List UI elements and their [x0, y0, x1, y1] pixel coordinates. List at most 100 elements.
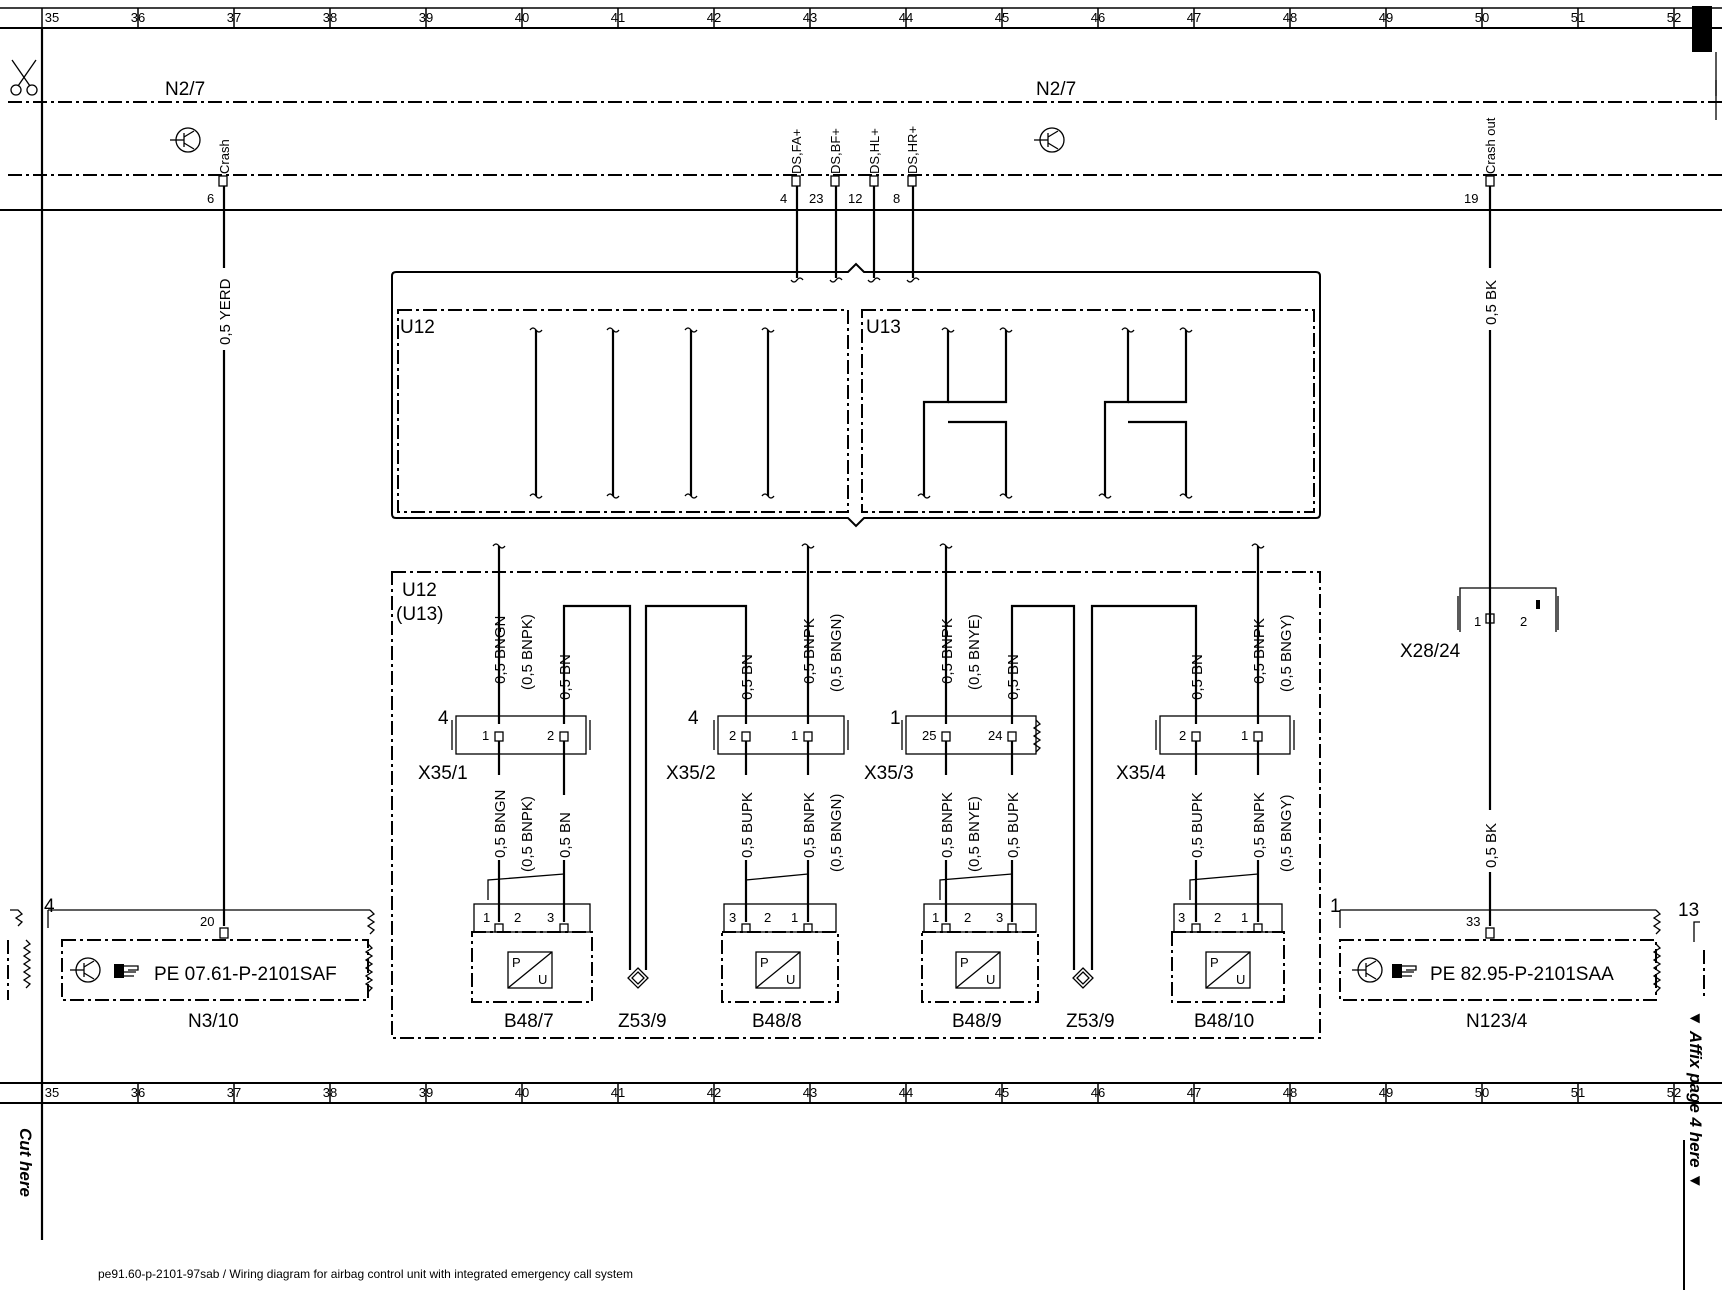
svg-text:4: 4	[780, 191, 787, 206]
grid-number: 49	[1379, 10, 1393, 25]
x35-4-label: X35/4	[1116, 763, 1166, 784]
svg-text:DS,HL+: DS,HL+	[867, 128, 882, 174]
grid-number: 42	[707, 10, 721, 25]
svg-text:U: U	[538, 972, 547, 987]
connector-x35-1: 1 2 4 X35/1	[418, 708, 591, 784]
svg-text:0,5 BN: 0,5 BN	[739, 654, 756, 700]
pin-crash: Crash 6	[207, 139, 232, 206]
svg-text:1: 1	[1474, 614, 1481, 629]
u13-top-label: U13	[866, 317, 901, 338]
svg-text:23: 23	[809, 191, 823, 206]
svg-text:3: 3	[996, 910, 1003, 925]
u12-top-label: U12	[400, 317, 435, 338]
grid-number: 51	[1571, 10, 1585, 25]
z53-9-label-a: Z53/9	[618, 1011, 667, 1032]
sensor-b48-7: 1 2 3 P U B48/7	[471, 903, 593, 1032]
b48-10-label: B48/10	[1194, 1011, 1254, 1032]
svg-text:0,5 BUPK: 0,5 BUPK	[1189, 792, 1206, 858]
svg-text:0,5 YERD: 0,5 YERD	[217, 278, 234, 345]
svg-text:2: 2	[1179, 728, 1186, 743]
svg-text:6: 6	[207, 191, 214, 206]
grid-number: 49	[1379, 1085, 1393, 1100]
svg-text:0,5 BK: 0,5 BK	[1483, 823, 1500, 868]
svg-text:(0,5 BNPK): (0,5 BNPK)	[519, 796, 536, 872]
connector-x35-2: 2 1 4 X35/2	[666, 708, 849, 784]
wire-labels-lower: 0,5 BNGN (0,5 BNPK) 0,5 BN 0,5 BUPK 0,5 …	[492, 790, 1295, 872]
u12-u13-lower: U12 (U13)	[391, 571, 1321, 1039]
svg-text:0,5 BNGN: 0,5 BNGN	[492, 790, 509, 858]
coax-shield-icon	[1072, 967, 1094, 989]
svg-text:U: U	[986, 972, 995, 987]
grid-number: 50	[1475, 1085, 1489, 1100]
grid-number: 38	[323, 1085, 337, 1100]
svg-text:2: 2	[514, 910, 521, 925]
grid-number: 37	[227, 1085, 241, 1100]
svg-text:0,5 BNPK: 0,5 BNPK	[801, 618, 818, 684]
wire-yerd: 0,5 YERD	[217, 186, 234, 926]
svg-text:(0,5 BNYE): (0,5 BNYE)	[966, 614, 983, 690]
n2-7-left-label: N2/7	[165, 79, 205, 100]
grid-number: 50	[1475, 10, 1489, 25]
grid-number: 40	[515, 1085, 529, 1100]
module-n123-4: 33 1 PE 82.95-P-2101SAA N123/4	[1330, 896, 1662, 1032]
svg-text:1: 1	[932, 910, 939, 925]
svg-text:2: 2	[547, 728, 554, 743]
affix-page-text: ▼ Affix page 4 here ▼	[1686, 1010, 1705, 1189]
scissors-icon	[10, 59, 38, 96]
svg-text:P: P	[1210, 955, 1219, 970]
svg-text:12: 12	[848, 191, 862, 206]
grid-number: 44	[899, 1085, 913, 1100]
grid-number: 41	[611, 1085, 625, 1100]
ref-pe-left: PE 07.61-P-2101SAF	[154, 964, 337, 985]
ground-symbol-icon	[170, 127, 201, 153]
svg-text:19: 19	[1464, 191, 1478, 206]
cut-here-text: Cut here	[16, 1128, 35, 1197]
svg-text:0,5 BNGN: 0,5 BNGN	[492, 616, 509, 684]
right-margin-marker	[1692, 6, 1712, 52]
svg-text:(0,5 BNGY): (0,5 BNGY)	[1278, 794, 1295, 872]
sensor-b48-9: 1 2 3 P U B48/9	[921, 903, 1039, 1032]
grid-number: 39	[419, 10, 433, 25]
grid-number: 48	[1283, 1085, 1297, 1100]
grid-number: 45	[995, 10, 1009, 25]
svg-text:(0,5 BNGY): (0,5 BNGY)	[1278, 614, 1295, 692]
svg-text:0,5 BUPK: 0,5 BUPK	[1005, 792, 1022, 858]
svg-text:13: 13	[1678, 900, 1699, 921]
grid-number: 43	[803, 10, 817, 25]
svg-text:1: 1	[483, 910, 490, 925]
b48-7-label: B48/7	[504, 1011, 554, 1032]
svg-text:P: P	[760, 955, 769, 970]
svg-text:P: P	[512, 955, 521, 970]
u12-bottom-label: U12	[402, 580, 437, 601]
x35-1-label: X35/1	[418, 763, 468, 784]
svg-text:0,5 BN: 0,5 BN	[557, 654, 574, 700]
svg-text:0,5 BNPK: 0,5 BNPK	[1251, 792, 1268, 858]
n123-4-label: N123/4	[1466, 1011, 1528, 1032]
grid-number: 42	[707, 1085, 721, 1100]
svg-text:3: 3	[729, 910, 736, 925]
svg-text:8: 8	[893, 191, 900, 206]
svg-text:Crash out: Crash out	[1483, 117, 1498, 174]
grid-number: 36	[131, 10, 145, 25]
pointing-hand-icon	[114, 964, 139, 978]
wire-bk: 0,5 BK 0,5 BK	[1483, 186, 1500, 926]
svg-text:0,5 BNPK: 0,5 BNPK	[1251, 618, 1268, 684]
svg-text:0,5 BNPK: 0,5 BNPK	[939, 792, 956, 858]
svg-text:3: 3	[547, 910, 554, 925]
footer-caption: pe91.60-p-2101-97sab / Wiring diagram fo…	[98, 1267, 633, 1281]
grid-number: 38	[323, 10, 337, 25]
grid-number: 52	[1667, 10, 1681, 25]
svg-text:25: 25	[922, 728, 936, 743]
wires-ds	[790, 186, 920, 283]
grid-number: 47	[1187, 10, 1201, 25]
connector-x28-24: 1 2 X28/24	[1400, 587, 1559, 662]
ground-symbol-icon	[1352, 957, 1383, 983]
pressure-sensor-icon: P U	[955, 951, 1001, 989]
ground-symbol-icon	[70, 957, 101, 983]
x35-2-label: X35/2	[666, 763, 716, 784]
svg-text:U: U	[786, 972, 795, 987]
grid-number: 37	[227, 10, 241, 25]
grid-number: 43	[803, 1085, 817, 1100]
ref-pe-right: PE 82.95-P-2101SAA	[1430, 964, 1614, 985]
